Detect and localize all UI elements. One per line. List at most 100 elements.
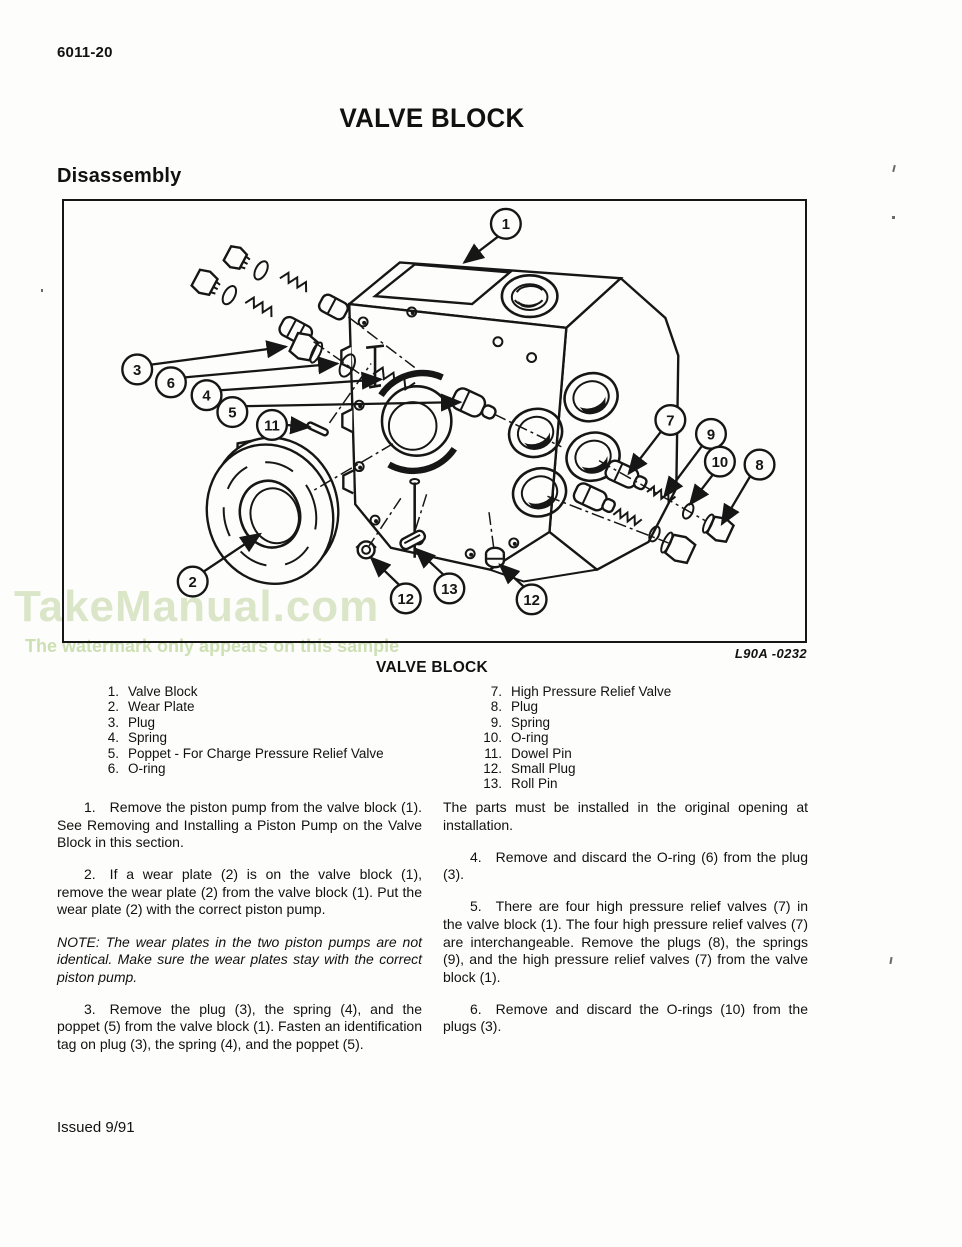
part-number: 3. xyxy=(107,714,119,730)
page-title: VALVE BLOCK xyxy=(339,103,525,133)
part-label: O-ring xyxy=(511,730,549,746)
part-label: Spring xyxy=(128,730,168,746)
parts-list-item: 3. Plug xyxy=(95,715,425,730)
body-paragraph: The parts must be installed in the origi… xyxy=(443,799,808,833)
callout-10: 10 xyxy=(703,445,736,478)
callout-arrows xyxy=(151,235,752,589)
front-bore xyxy=(378,369,458,475)
assembly-axis-lines xyxy=(313,316,707,550)
part-label: Plug xyxy=(128,714,156,730)
scan-artifact xyxy=(892,164,896,173)
svg-text:2: 2 xyxy=(189,575,197,591)
procedure-step: 1. Remove the piston pump from the valve… xyxy=(57,799,422,851)
parts-list-item: 13. Roll Pin xyxy=(478,776,808,791)
svg-text:13: 13 xyxy=(441,582,458,598)
callout-9: 9 xyxy=(694,417,728,450)
parts-list-item: 4. Spring xyxy=(95,730,425,745)
callout-11: 11 xyxy=(255,408,289,442)
small-plug-part-left xyxy=(355,540,377,560)
part-label: Small Plug xyxy=(511,761,576,777)
callout-1: 1 xyxy=(489,207,522,240)
callout-13: 13 xyxy=(433,572,466,605)
part-label: High Pressure Relief Valve xyxy=(511,684,672,699)
note-paragraph: NOTE: The wear plates in the two piston … xyxy=(57,933,422,985)
part-label: Dowel Pin xyxy=(511,745,572,761)
callout-3: 3 xyxy=(121,353,154,386)
top-port xyxy=(500,274,559,319)
figure-id-label: L90A -0232 xyxy=(734,646,807,661)
procedure-step: 5. There are four high pressure relief v… xyxy=(443,898,808,985)
parts-list-item: 9. Spring xyxy=(478,715,808,730)
part-label: Roll Pin xyxy=(511,776,558,792)
part-label: Poppet - For Charge Pressure Relief Valv… xyxy=(128,745,384,761)
section-heading: Disassembly xyxy=(57,165,182,187)
watermark-tagline: The watermark only appears on this sampl… xyxy=(25,636,400,656)
callout-4: 4 xyxy=(190,379,223,412)
callout-5: 5 xyxy=(216,396,249,429)
procedure-step: 2. If a wear plate (2) is on the valve b… xyxy=(57,866,422,918)
watermark-text: TakeManual.com xyxy=(14,582,380,631)
procedure-step: 4. Remove and discard the O-ring (6) fro… xyxy=(443,848,808,883)
part-number: 5. xyxy=(107,745,119,761)
procedure-step: 6. Remove and discard the O-rings (10) f… xyxy=(443,1000,808,1035)
svg-text:12: 12 xyxy=(523,593,540,609)
parts-list-item: 8. Plug xyxy=(478,699,808,714)
svg-text:10: 10 xyxy=(712,455,729,471)
page-number: 6011-20 xyxy=(57,44,113,61)
callout-2: 2 xyxy=(176,565,209,598)
part-label: Plug xyxy=(511,699,539,715)
part-number: 13. xyxy=(483,776,502,792)
part-label: Valve Block xyxy=(128,684,198,699)
scan-artifact xyxy=(41,289,43,292)
svg-text:3: 3 xyxy=(133,363,141,379)
part-number: 11. xyxy=(484,745,502,761)
svg-text:12: 12 xyxy=(397,592,414,608)
callout-12a: 12 xyxy=(389,582,422,615)
issued-date: Issued 9/91 xyxy=(57,1119,135,1136)
procedure-step: 3. Remove the plug (3), the spring (4), … xyxy=(57,1000,422,1053)
relief-valve-ports xyxy=(507,371,621,518)
parts-list-item: 7. High Pressure Relief Valve xyxy=(478,684,808,699)
part-number: 6. xyxy=(107,761,119,777)
procedure-column-left: 1. Remove the piston pump from the valve… xyxy=(57,799,422,1068)
valve-block-diagram: 1 3 6 4 5 11 2 12 13 12 7 9 10 8 xyxy=(121,207,776,616)
callout-7: 7 xyxy=(654,403,687,437)
svg-text:1: 1 xyxy=(502,217,510,233)
dowel-pin-part xyxy=(306,421,329,437)
svg-text:9: 9 xyxy=(707,427,715,443)
parts-list-right: 7. High Pressure Relief Valve 8. Plug 9. Spri… xyxy=(478,684,808,792)
part-number: 8. xyxy=(490,699,502,715)
procedure-column-right: The parts must be installed in the origi… xyxy=(443,799,808,1051)
exploded-view-figure: 1 3 6 4 5 11 2 12 13 12 7 9 10 8 xyxy=(62,199,807,643)
svg-text:8: 8 xyxy=(755,458,763,474)
svg-text:11: 11 xyxy=(264,418,280,434)
parts-list-item: 1. Valve Block xyxy=(95,684,425,699)
svg-text:4: 4 xyxy=(202,389,211,405)
scan-artifact xyxy=(892,216,895,219)
scan-artifact xyxy=(889,956,893,965)
part-number: 12. xyxy=(483,761,502,777)
callout-6: 6 xyxy=(154,366,187,399)
part-label: Wear Plate xyxy=(128,699,195,715)
part-number: 1. xyxy=(107,684,119,699)
charge-valve-parts-upper xyxy=(190,244,349,346)
part-label: O-ring xyxy=(128,761,166,777)
parts-list-left: 1. Valve Block 2. Wear Plate 3. Plug 4. Spring 5… xyxy=(95,684,425,776)
part-number: 7. xyxy=(490,684,502,699)
part-number: 9. xyxy=(490,714,502,730)
callout-12b: 12 xyxy=(515,583,548,616)
part-number: 4. xyxy=(107,730,119,746)
part-number: 10. xyxy=(483,730,502,746)
svg-text:7: 7 xyxy=(666,413,674,429)
part-label: Spring xyxy=(511,714,551,730)
svg-text:5: 5 xyxy=(228,406,236,422)
roll-pin-part xyxy=(399,529,427,551)
part-number: 2. xyxy=(107,699,119,715)
small-plug-part-right xyxy=(484,546,506,569)
parts-list-item: 10. O-ring xyxy=(478,730,808,745)
parts-list-item: 6. O-ring xyxy=(95,761,425,776)
callout-8: 8 xyxy=(743,448,776,481)
parts-list-item: 2. Wear Plate xyxy=(95,699,425,714)
wear-plate xyxy=(205,435,340,585)
